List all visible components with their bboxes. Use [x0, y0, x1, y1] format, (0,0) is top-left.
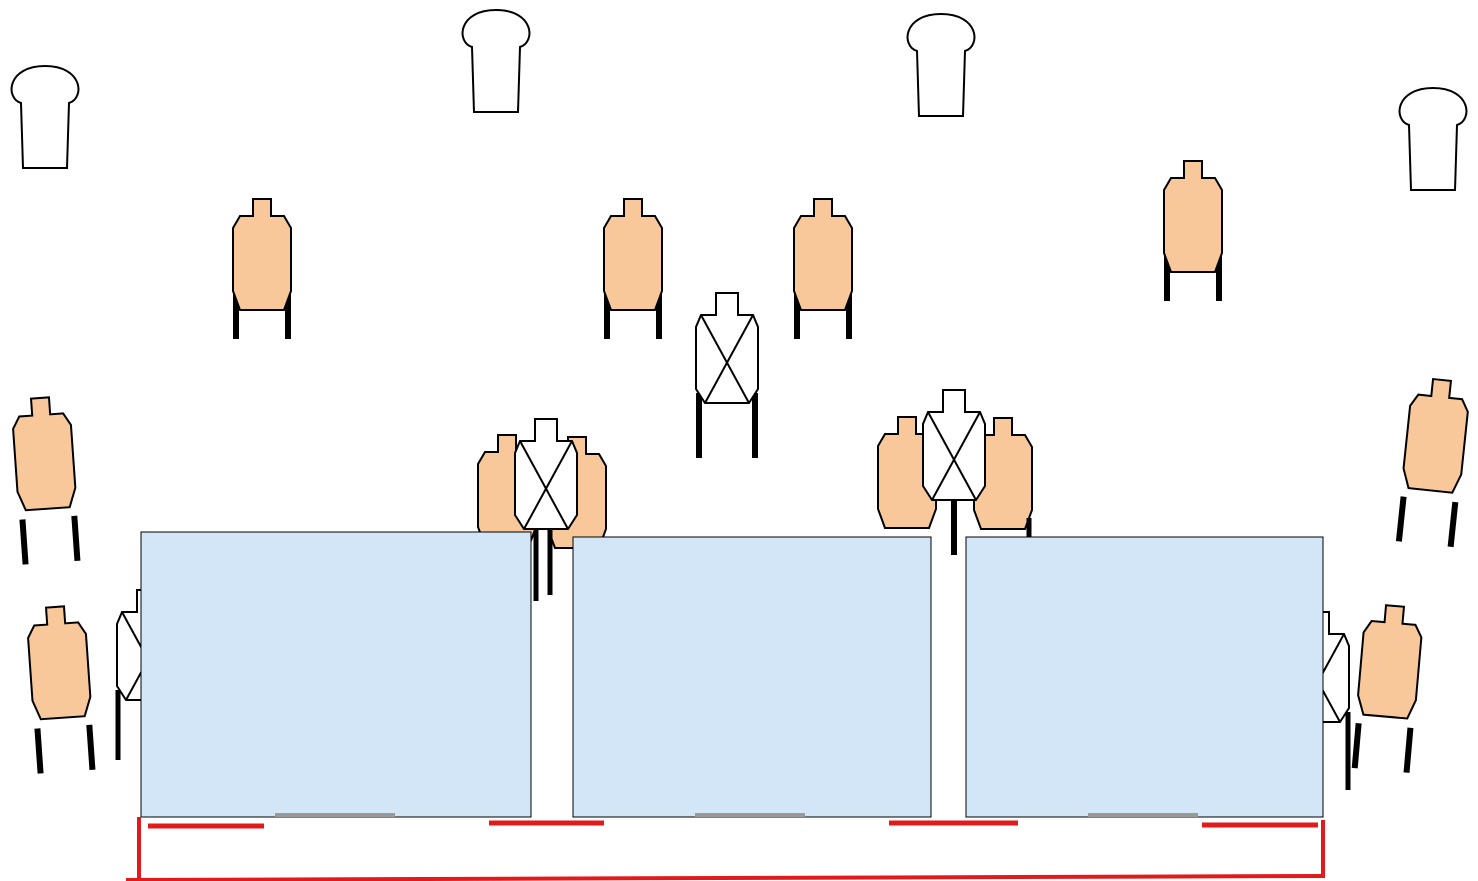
barricade-wall-right: [965, 536, 1324, 818]
paper-target: [232, 198, 292, 339]
paper-target: [10, 394, 80, 565]
wall-port: [275, 813, 395, 817]
paper-target: [1163, 160, 1223, 301]
fault-line-segments: [148, 820, 1318, 829]
no-shoot-target: [514, 418, 578, 601]
paper-target: [793, 198, 853, 339]
barricade-wall-left: [140, 531, 532, 818]
paper-target: [1396, 375, 1472, 547]
paper-target: [25, 603, 95, 774]
paper-target: [1352, 602, 1425, 772]
wall-port: [1088, 813, 1198, 817]
barricade-wall-center: [572, 536, 932, 818]
steel-popper: [461, 9, 531, 113]
steel-popper: [10, 65, 80, 169]
steel-popper: [906, 13, 976, 117]
paper-target: [603, 198, 663, 339]
no-shoot-target: [922, 389, 986, 555]
no-shoot-target: [695, 292, 759, 458]
steel-popper: [1398, 87, 1468, 191]
no-shoot-target: [115, 589, 180, 760]
wall-port: [695, 813, 805, 817]
no-shoot-target: [1286, 611, 1351, 790]
shooting-box: [125, 817, 1326, 881]
